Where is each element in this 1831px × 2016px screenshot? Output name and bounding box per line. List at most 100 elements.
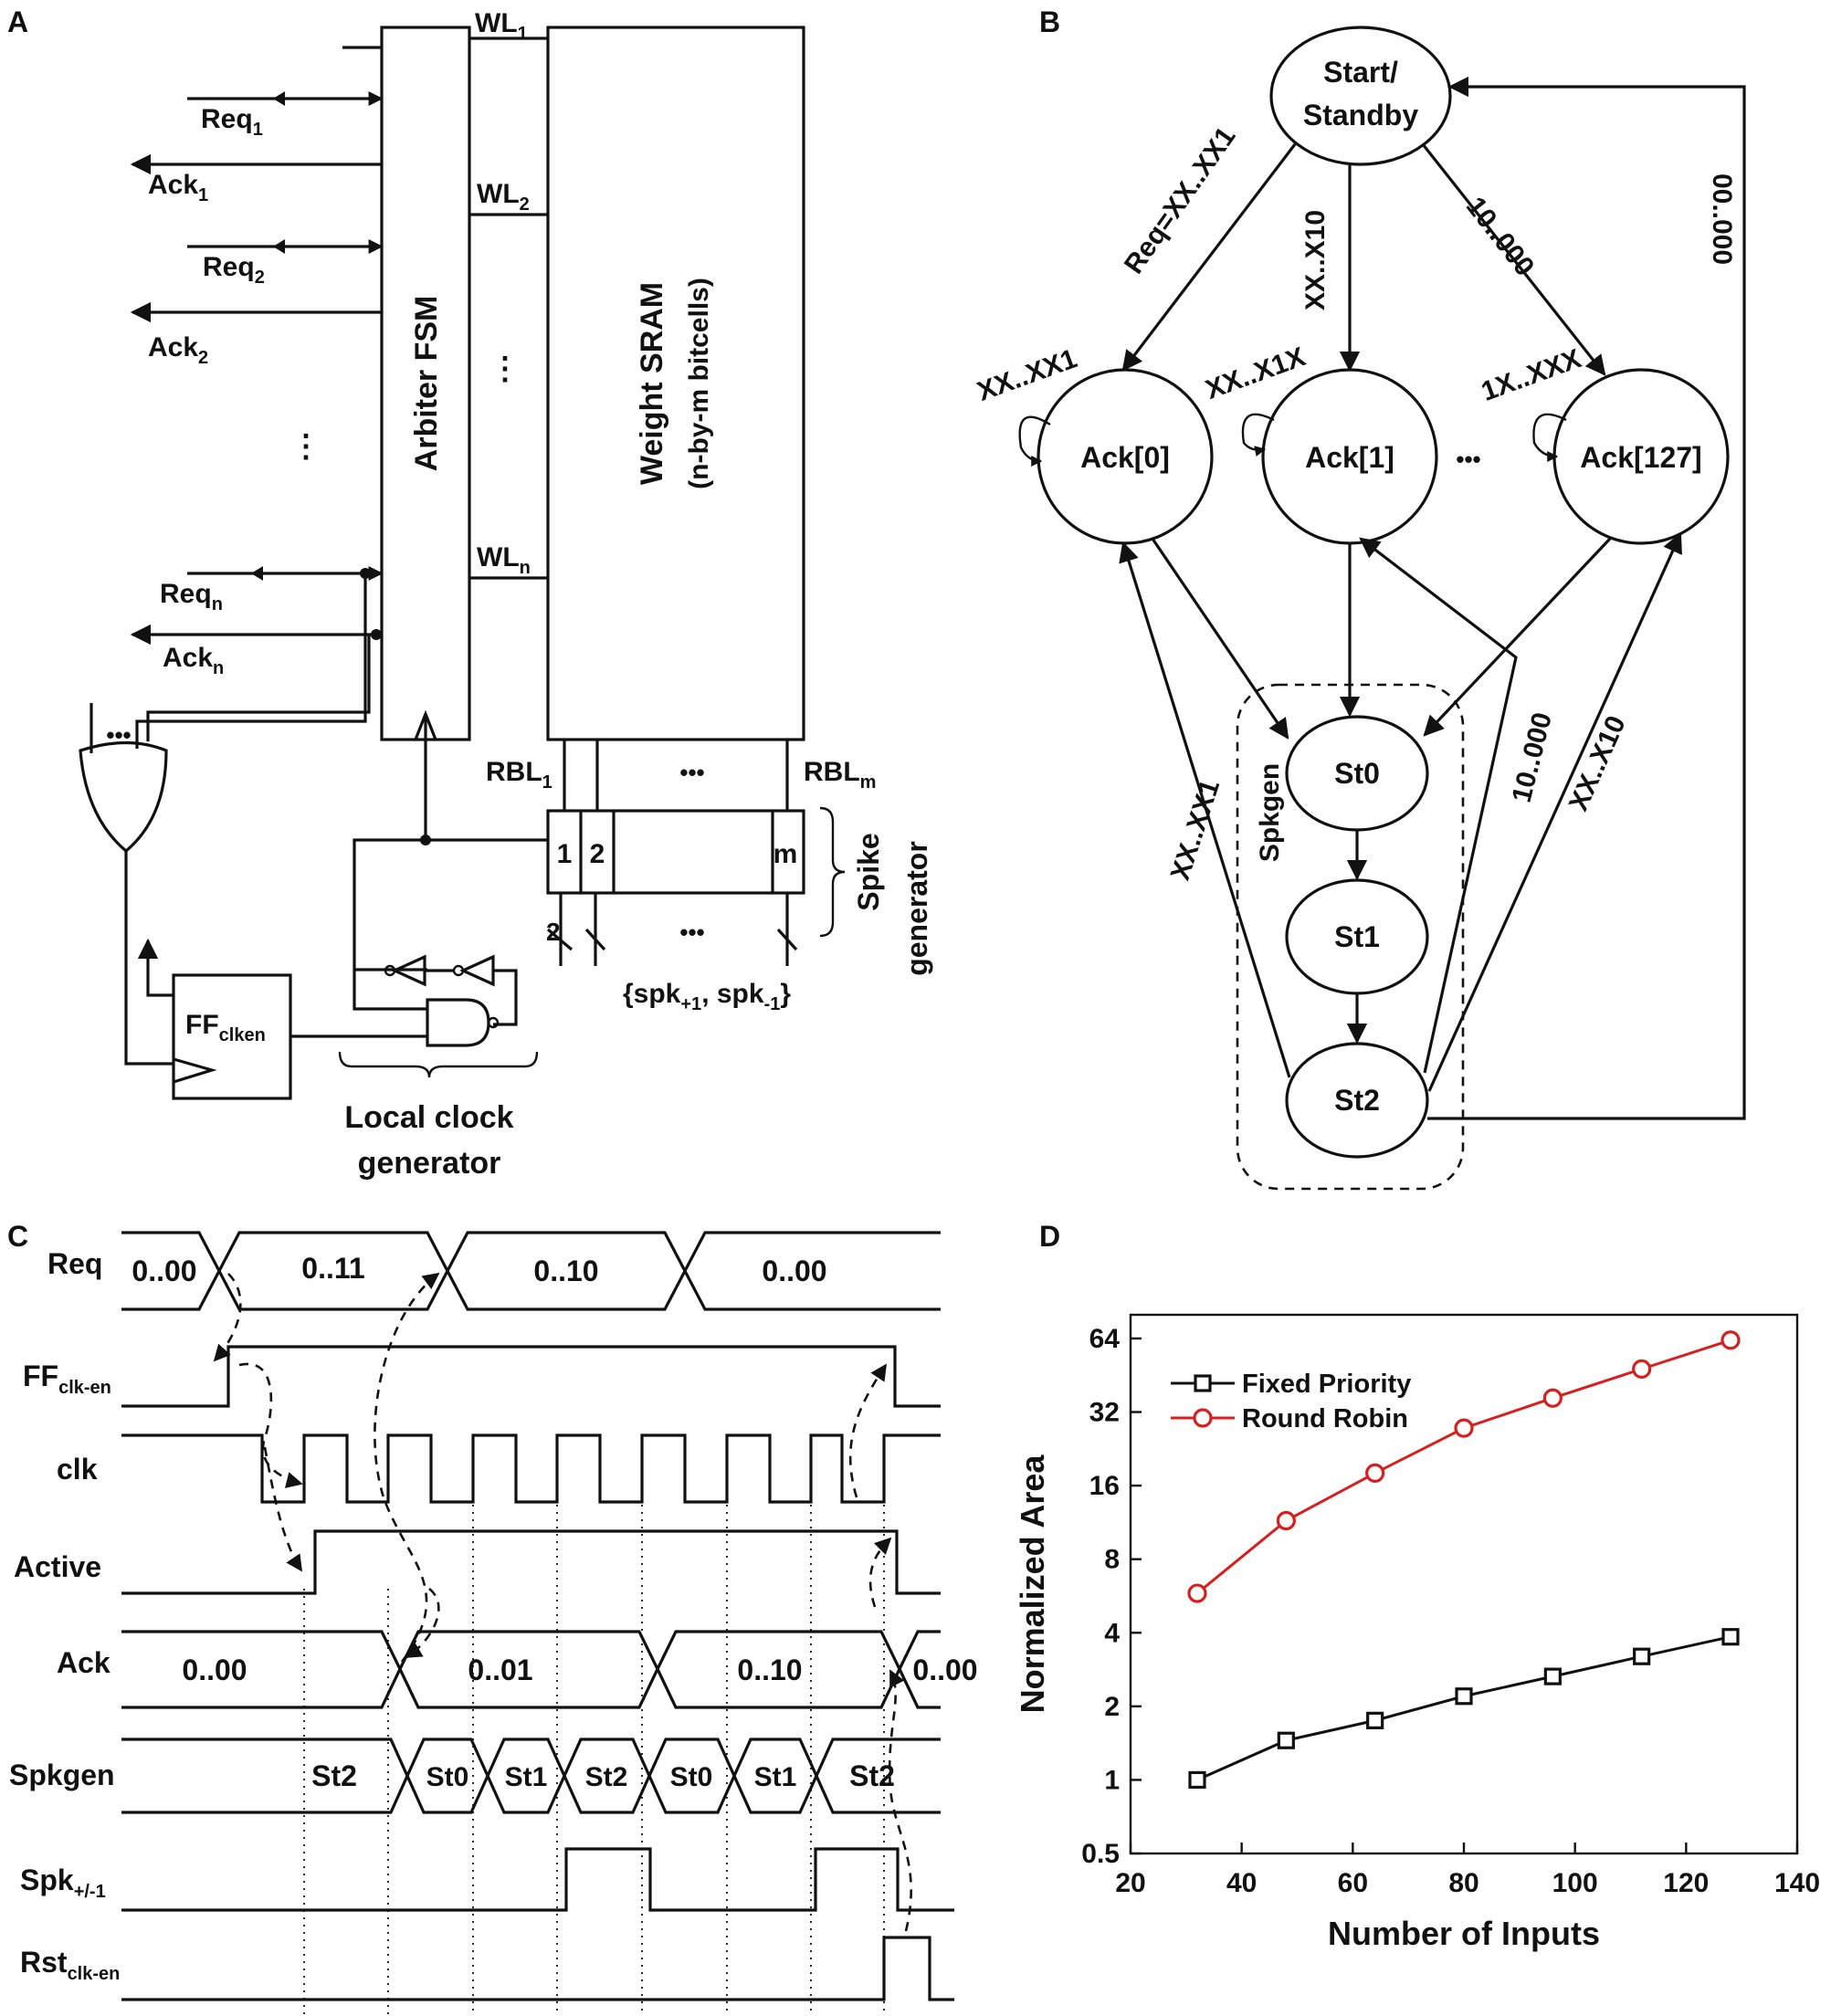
edge-label-req-xx1: Req=XX..XX1 xyxy=(1119,121,1242,279)
data-point xyxy=(1277,1731,1295,1749)
x-tick-label: 120 xyxy=(1663,1868,1709,1898)
ack-value-3: 0..00 xyxy=(912,1654,977,1686)
signal-ack: Ack xyxy=(57,1646,110,1679)
y-tick-label: 64 xyxy=(1089,1324,1121,1354)
x-tick-label: 80 xyxy=(1448,1868,1478,1898)
panel-label-b: B xyxy=(1039,5,1060,38)
wln-label: WLn xyxy=(477,542,531,578)
y-tick-label: 2 xyxy=(1104,1692,1120,1722)
data-point xyxy=(1633,1647,1651,1665)
legend-marker xyxy=(1194,1374,1212,1392)
output-ellipsis: ••• xyxy=(679,919,704,946)
req-value-0: 0..00 xyxy=(132,1255,196,1287)
panel-b-state-diagram: Start/ Standby Ack[0] Ack[1] Ack[127] ••… xyxy=(973,26,1746,1191)
ack-value-1: 0..01 xyxy=(468,1654,532,1686)
data-point xyxy=(1632,1359,1652,1379)
sram-subtitle: (n-by-m bitcells) xyxy=(684,278,714,489)
cell-2-label: 2 xyxy=(590,839,605,869)
spkgen-value-5: St1 xyxy=(754,1762,797,1792)
chart-y-label: Normalized Area xyxy=(1014,1454,1051,1714)
state-start-standby xyxy=(1269,26,1452,166)
svg-text:St1: St1 xyxy=(1334,920,1380,953)
weight-sram-box xyxy=(546,26,805,741)
legend-label: Fixed Priority xyxy=(1242,1370,1411,1399)
req1-label: Req1 xyxy=(201,104,263,140)
ff-clk-en-waveform xyxy=(121,1345,941,1408)
spk-set-label: {spk+1, spk-1} xyxy=(623,979,791,1014)
data-point xyxy=(1542,1388,1563,1408)
edge-label-10-000: 10..000 xyxy=(1460,192,1541,282)
spkgen-value-3: St2 xyxy=(585,1762,628,1792)
local-clock-label-2: generator xyxy=(358,1146,501,1181)
data-point xyxy=(1188,1770,1206,1790)
data-point xyxy=(1366,1711,1384,1729)
ackn-label: Ackn xyxy=(163,643,224,678)
wl-vertical-ellipsis: ⋮ xyxy=(489,352,521,386)
or-gate xyxy=(79,740,168,854)
chart-plot-frame xyxy=(1129,1313,1799,1855)
series-round-robin xyxy=(1187,1330,1741,1603)
wl2-label: WL2 xyxy=(477,179,530,215)
y-tick-label: 1 xyxy=(1104,1765,1120,1795)
spkgen-value-1: St0 xyxy=(426,1762,469,1792)
data-point xyxy=(1276,1510,1296,1531)
req-value-1: 0..11 xyxy=(301,1252,364,1285)
local-clock-brace xyxy=(338,1051,539,1078)
data-point xyxy=(1454,1418,1474,1438)
chart-series-layer xyxy=(1187,1330,1741,1790)
signal-clk: clk xyxy=(57,1453,98,1486)
rst-clk-en-waveform xyxy=(121,1936,954,2001)
spkgen-value-0: St2 xyxy=(311,1759,357,1792)
req2-label: Req2 xyxy=(203,252,265,288)
spike-generator-label-2: generator xyxy=(900,841,933,976)
edge-label-back-xx10: XX..X10 xyxy=(1563,711,1632,815)
edge-label-back-xx1: XX..XX1 xyxy=(1165,776,1226,884)
signal-rst-clk-en: Rstclk-en xyxy=(20,1946,120,1984)
arbiter-fsm-label: Arbiter FSM xyxy=(409,296,444,472)
svg-text:St0: St0 xyxy=(1334,757,1380,790)
spk-waveform xyxy=(121,1847,954,1912)
spkgen-value-2: St1 xyxy=(505,1762,548,1792)
panel-c-timing-diagram: Req FFclk-en clk Active Ack Spkgen Spk+/… xyxy=(9,1231,978,2016)
ack-states-ellipsis: ••• xyxy=(1456,446,1480,473)
ff-clken-label: FFclken xyxy=(185,1010,266,1045)
ack2-label: Ack2 xyxy=(148,332,208,368)
req-value-2: 0..10 xyxy=(533,1255,598,1287)
ack1-label: Ack1 xyxy=(148,170,208,205)
local-clock-label-1: Local clock xyxy=(344,1100,513,1135)
ack-value-2: 0..10 xyxy=(737,1654,802,1686)
svg-text:Ack[1]: Ack[1] xyxy=(1305,441,1394,474)
rbl1-label: RBL1 xyxy=(486,757,552,793)
data-point xyxy=(1187,1583,1207,1603)
y-tick-label: 16 xyxy=(1089,1471,1120,1501)
series-fixed-priority xyxy=(1188,1628,1740,1790)
series-line xyxy=(1196,1635,1731,1781)
signal-spk: Spk+/-1 xyxy=(20,1864,106,1902)
nand-gate xyxy=(426,998,490,1047)
x-tick-label: 40 xyxy=(1226,1868,1257,1898)
svg-text:Ack[0]: Ack[0] xyxy=(1080,441,1170,474)
panel-label-a: A xyxy=(7,5,28,38)
wl1-label: WL1 xyxy=(475,8,528,44)
data-point xyxy=(1721,1330,1741,1350)
cell-1-label: 1 xyxy=(557,839,573,869)
self-loop-label-ack127: 1X..XXX xyxy=(1478,343,1585,407)
rblm-label: RBLm xyxy=(804,757,876,793)
req-ack-vertical-ellipsis: ⋮ xyxy=(290,429,321,464)
y-tick-label: 4 xyxy=(1104,1618,1120,1648)
spkgen-value-6: St2 xyxy=(849,1759,895,1792)
edge-label-xx-x10: XX..X10 xyxy=(1300,210,1331,310)
data-point xyxy=(1721,1628,1740,1646)
data-point xyxy=(1543,1667,1562,1685)
edge-label-back-10000: 10..000 xyxy=(1507,709,1558,805)
spkgen-group-label: Spkgen xyxy=(1255,763,1285,862)
ack-value-0: 0..00 xyxy=(182,1654,247,1686)
svg-text:Start/: Start/ xyxy=(1323,56,1398,89)
spkgen-value-4: St0 xyxy=(670,1762,713,1792)
y-tick-label: 32 xyxy=(1089,1398,1120,1428)
sram-title: Weight SRAM xyxy=(635,282,669,485)
data-point xyxy=(1455,1687,1473,1706)
